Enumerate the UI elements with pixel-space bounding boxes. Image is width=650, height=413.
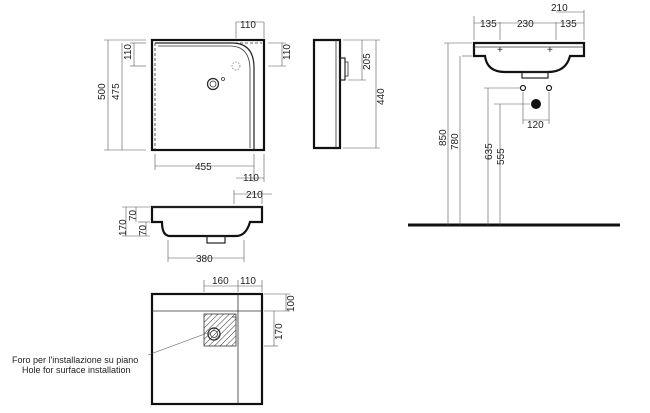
dim-offset-160: 160 <box>212 276 229 287</box>
svg-text:+: + <box>547 45 553 56</box>
cutout-drain-hole <box>207 327 221 341</box>
top-view-outline <box>150 38 266 152</box>
drain-hole <box>206 77 220 91</box>
dim-wall-780: 780 <box>450 133 461 150</box>
dim-height-70a: 70 <box>128 209 139 221</box>
dim-offset-110: 110 <box>240 276 256 287</box>
dim-height-170: 170 <box>118 219 129 236</box>
dim-depth-100: 100 <box>286 295 297 312</box>
dim-bowl-depth: 475 <box>111 83 122 100</box>
installation-view: 160 110 100 170 Foro per l'installazione… <box>12 276 297 406</box>
dim-right-offset: 110 <box>282 44 293 60</box>
side-view: 205 440 <box>312 38 387 150</box>
note-line-it: Foro per l'installazione su piano <box>12 355 138 365</box>
wall-elevation: + + 210 135 230 135 850 780 635 555 120 <box>408 3 620 227</box>
dim-wall-135-left: 135 <box>480 19 497 30</box>
svg-text:+: + <box>497 45 503 56</box>
dim-width: 455 <box>195 162 212 173</box>
dim-wall-top-210: 210 <box>551 3 568 14</box>
wall-fixing-left <box>519 84 527 92</box>
dim-wall-135-right: 135 <box>560 19 577 30</box>
dim-top-offset: 110 <box>240 20 256 31</box>
installation-outline <box>150 292 264 406</box>
dim-wall-850: 850 <box>438 129 449 146</box>
note-leader <box>147 331 211 356</box>
tap-hole-marker <box>231 61 241 71</box>
dim-bottom-offset: 110 <box>243 173 259 184</box>
dim-wall-555: 555 <box>496 148 507 165</box>
dim-height-upper: 205 <box>362 53 373 70</box>
dim-height-total: 440 <box>376 88 387 105</box>
front-elevation-outline <box>150 205 264 238</box>
waste-outlet <box>531 99 541 109</box>
dim-wall-120: 120 <box>527 120 544 131</box>
side-view-outline <box>312 38 342 150</box>
top-view: 110 110 110 500 475 455 110 <box>97 20 293 184</box>
dim-total-depth: 500 <box>97 83 108 100</box>
dim-wall-635: 635 <box>484 143 495 160</box>
dim-wall-230: 230 <box>517 19 534 30</box>
dim-waste-width: 380 <box>196 254 213 265</box>
front-elevation: 210 170 70 70 380 <box>118 190 272 265</box>
dim-tap-offset: 210 <box>246 190 263 201</box>
dim-left-offset: 110 <box>123 44 134 60</box>
dim-depth-170: 170 <box>274 323 285 340</box>
bowl-curve <box>155 42 255 150</box>
dim-height-70b: 70 <box>138 224 149 236</box>
note-line-en: Hole for surface installation <box>22 365 131 375</box>
wall-fixing-right <box>545 84 553 92</box>
